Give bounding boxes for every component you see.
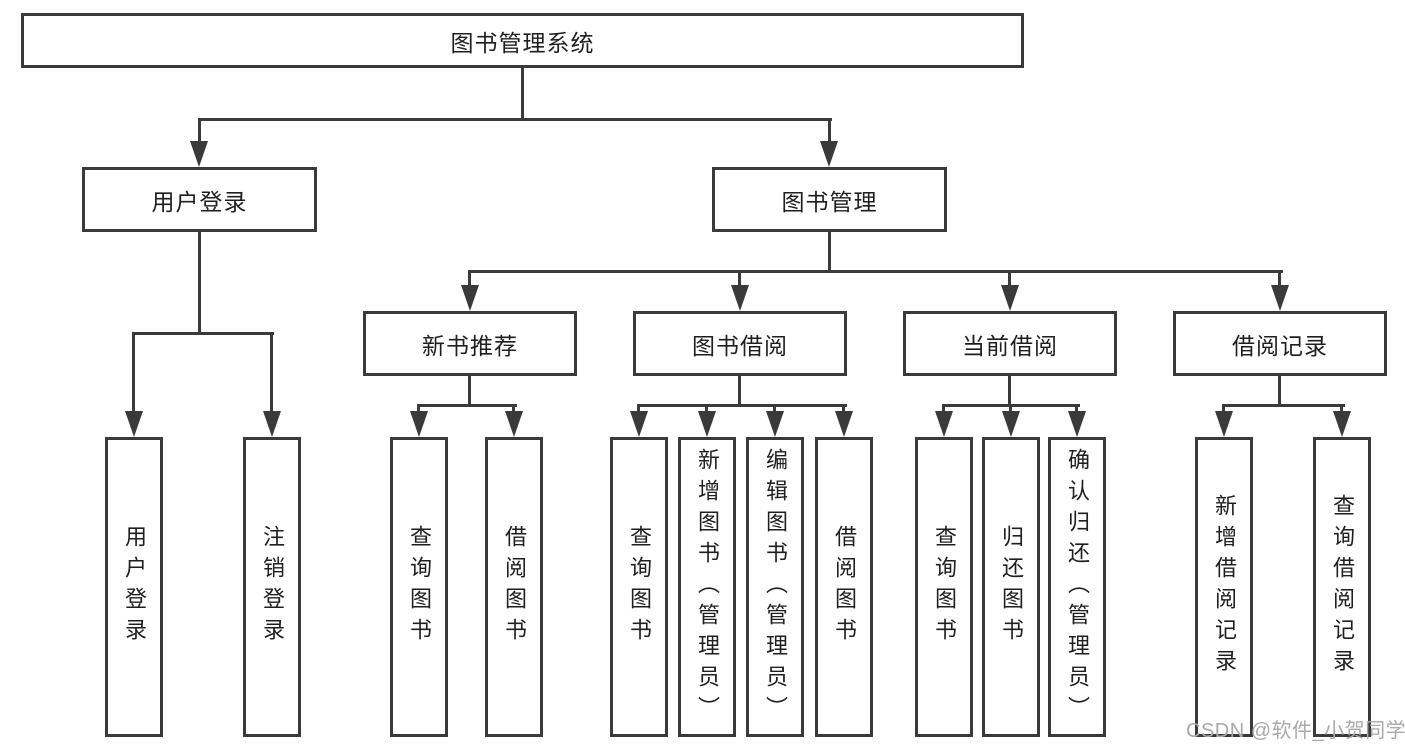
arrow-down-icon	[410, 411, 428, 437]
arrow-down-icon	[1271, 285, 1289, 311]
leaf-current-confirm-return-admin: 确认归还（管理员）	[1048, 437, 1106, 737]
arrow-down-icon	[731, 285, 749, 311]
arrow-down-icon	[263, 411, 281, 437]
node-user-login: 用户登录	[82, 167, 317, 232]
node-new-book-recommend: 新书推荐	[363, 311, 577, 376]
node-label: 新增借阅记录	[1212, 494, 1237, 680]
connector-line	[828, 118, 831, 148]
node-label: 查询图书	[627, 525, 652, 649]
leaf-borrow-query-book: 查询图书	[610, 437, 668, 737]
leaf-record-query-borrow-record: 查询借阅记录	[1313, 437, 1371, 737]
leaf-borrow-borrow-book: 借阅图书	[815, 437, 873, 737]
connector-line	[1008, 270, 1011, 290]
node-label: 查询图书	[407, 525, 432, 649]
node-label: 图书管理系统	[450, 29, 595, 56]
node-label: 借阅记录	[1232, 332, 1328, 359]
node-label: 图书管理	[781, 188, 878, 215]
connector-line	[468, 270, 1283, 273]
arrow-down-icon	[190, 141, 208, 167]
leaf-newbook-borrow-book: 借阅图书	[485, 437, 543, 737]
connector-line	[132, 332, 135, 415]
node-label: 注销登录	[260, 525, 285, 649]
node-label: 用户登录	[122, 525, 147, 649]
connector-line	[270, 332, 273, 415]
arrow-down-icon	[1215, 411, 1233, 437]
leaf-record-add-borrow-record: 新增借阅记录	[1195, 437, 1253, 737]
connector-line	[417, 404, 517, 407]
arrow-down-icon	[835, 411, 853, 437]
leaf-newbook-query-book: 查询图书	[390, 437, 448, 737]
node-label: 图书借阅	[692, 332, 788, 359]
leaf-user-login: 用户登录	[105, 437, 163, 737]
connector-line	[1222, 404, 1345, 407]
leaf-current-return-book: 归还图书	[982, 437, 1040, 737]
connector-line	[198, 118, 832, 121]
csdn-watermark: CSDN @软件_小贺同学	[1186, 720, 1405, 742]
connector-line	[637, 404, 847, 407]
node-book-management: 图书管理	[712, 167, 947, 232]
node-borrow-record: 借阅记录	[1173, 311, 1387, 376]
node-label: 用户登录	[151, 188, 248, 215]
node-label: 借阅图书	[832, 525, 857, 649]
node-label: 查询借阅记录	[1330, 494, 1355, 680]
node-root: 图书管理系统	[21, 13, 1024, 68]
node-label: 查询图书	[932, 525, 957, 649]
arrow-down-icon	[505, 411, 523, 437]
node-label: 借阅图书	[502, 525, 527, 649]
leaf-current-query-book: 查询图书	[915, 437, 973, 737]
arrow-down-icon	[1068, 411, 1086, 437]
arrow-down-icon	[1333, 411, 1351, 437]
connector-line	[198, 231, 201, 335]
connector-line	[198, 118, 201, 148]
arrow-down-icon	[820, 141, 838, 167]
connector-line	[132, 332, 274, 335]
arrow-down-icon	[766, 411, 784, 437]
node-label: 当前借阅	[962, 332, 1058, 359]
connector-line	[828, 231, 831, 273]
arrow-down-icon	[935, 411, 953, 437]
node-label: 确认归还（管理员）	[1065, 447, 1090, 727]
node-book-borrow: 图书借阅	[633, 311, 847, 376]
node-label: 归还图书	[999, 525, 1024, 649]
arrow-down-icon	[1002, 411, 1020, 437]
connector-line	[738, 270, 741, 290]
connector-line	[468, 374, 471, 407]
leaf-borrow-edit-book-admin: 编辑图书（管理员）	[746, 437, 804, 737]
arrow-down-icon	[461, 285, 479, 311]
connector-line	[738, 374, 741, 407]
arrow-down-icon	[125, 411, 143, 437]
leaf-logout: 注销登录	[243, 437, 301, 737]
node-label: 编辑图书（管理员）	[763, 447, 788, 727]
arrow-down-icon	[630, 411, 648, 437]
arrow-down-icon	[698, 411, 716, 437]
node-current-borrow: 当前借阅	[903, 311, 1117, 376]
node-label: 新书推荐	[422, 332, 518, 359]
connector-line	[1278, 374, 1281, 407]
connector-line	[468, 270, 471, 290]
leaf-borrow-add-book-admin: 新增图书（管理员）	[678, 437, 736, 737]
arrow-down-icon	[1001, 285, 1019, 311]
connector-line	[521, 68, 524, 121]
connector-line	[1278, 270, 1281, 290]
node-label: 新增图书（管理员）	[695, 447, 720, 727]
connector-line	[1008, 374, 1011, 407]
